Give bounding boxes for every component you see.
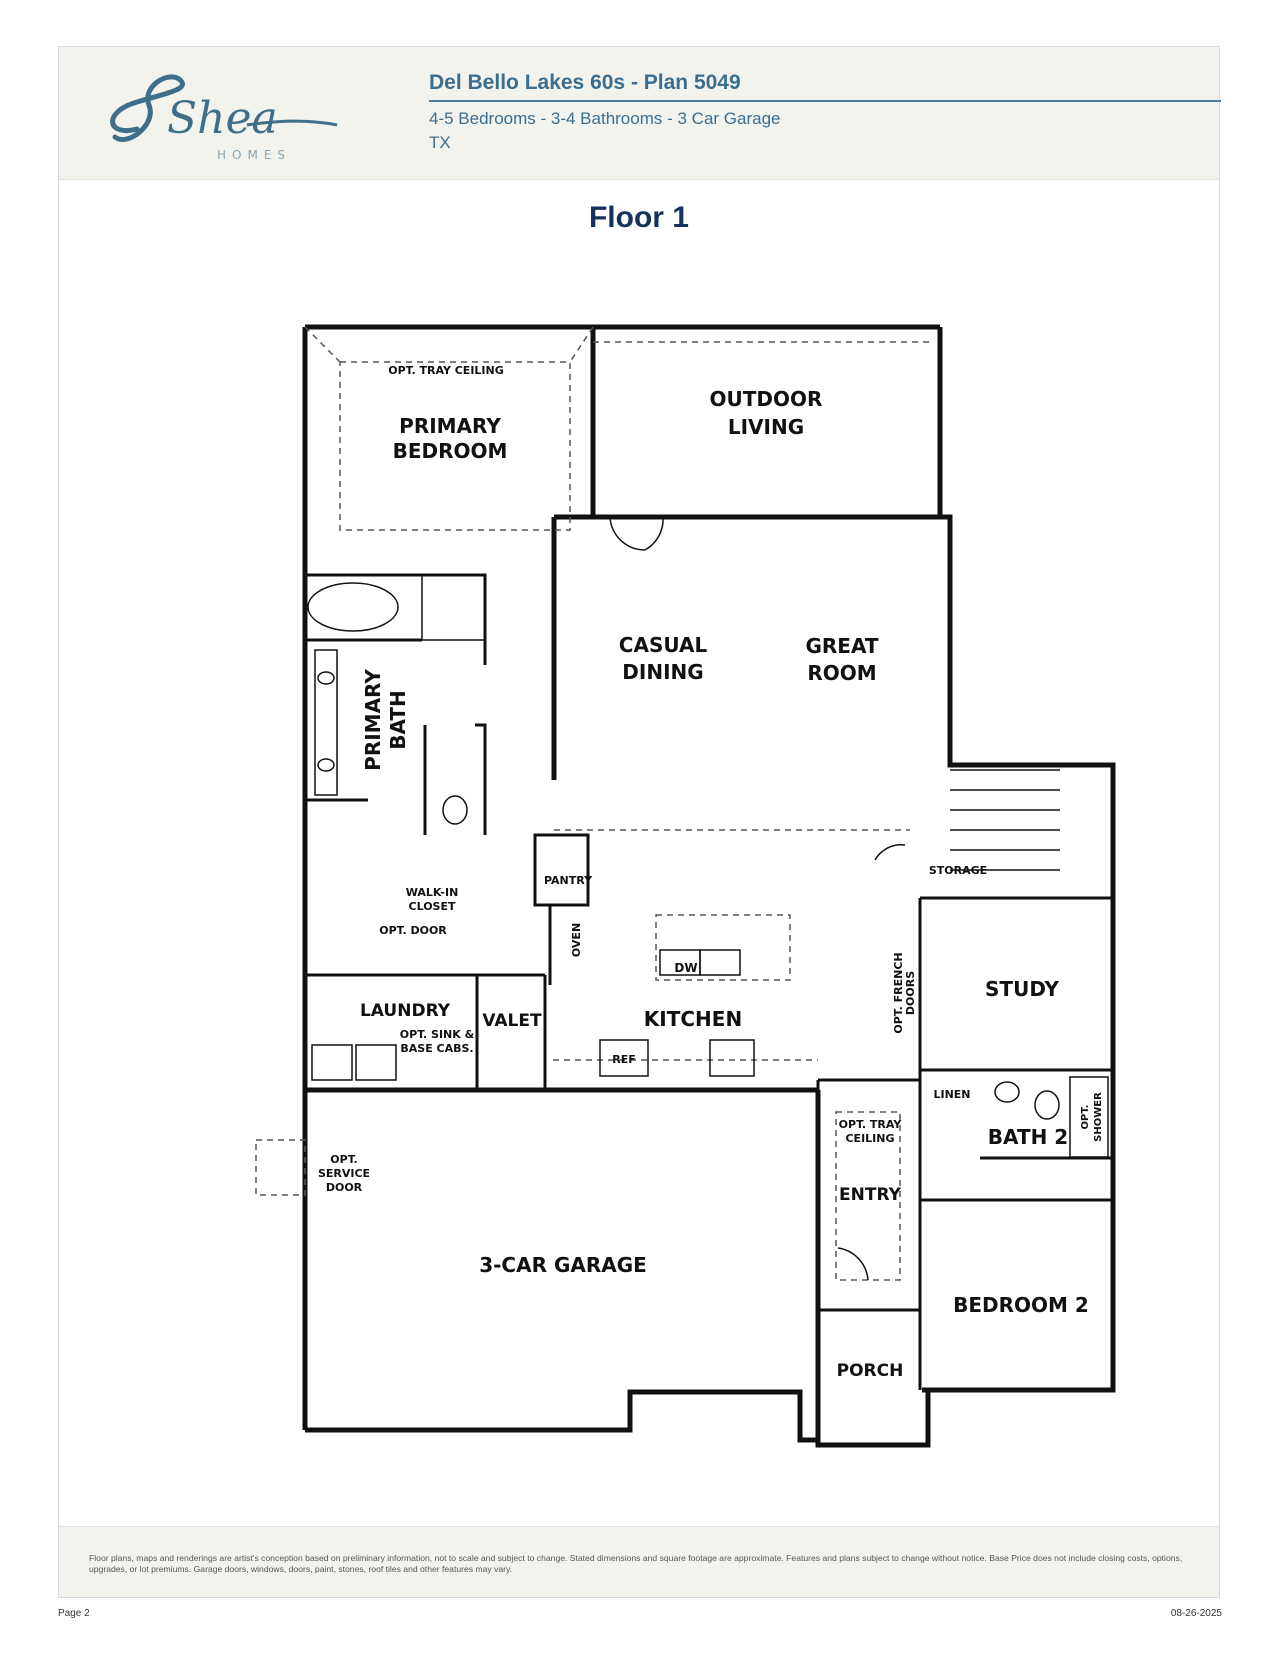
- header-band: Shea HOMES Del Bello Lakes 60s - Plan 50…: [59, 47, 1221, 180]
- label-ref: REF: [612, 1053, 636, 1066]
- room-labels: PRIMARY BEDROOM OPT. TRAY CEILING OUTDOO…: [318, 364, 1104, 1381]
- label-opt-service-door-1: OPT.: [330, 1153, 357, 1166]
- label-great-room-2: ROOM: [807, 661, 876, 685]
- label-opt-service-door-3: DOOR: [326, 1181, 363, 1194]
- label-linen: LINEN: [933, 1088, 970, 1101]
- label-outdoor-living-1: OUTDOOR: [710, 387, 823, 411]
- label-garage: 3-CAR GARAGE: [479, 1253, 647, 1277]
- label-study: STUDY: [985, 977, 1059, 1001]
- label-oven: OVEN: [570, 923, 583, 957]
- label-bedroom-2: BEDROOM 2: [953, 1293, 1089, 1317]
- logo-wordmark: Shea: [167, 93, 278, 144]
- label-dw: DW: [674, 961, 697, 975]
- title-divider: [429, 100, 1221, 102]
- shea-homes-logo: Shea HOMES: [110, 74, 338, 162]
- footer-band: Floor plans, maps and renderings are art…: [59, 1526, 1219, 1597]
- label-walk-in-closet-1: WALK-IN: [406, 886, 459, 899]
- plan-specs: 4-5 Bedrooms - 3-4 Bathrooms - 3 Car Gar…: [429, 109, 781, 128]
- fixtures: [307, 516, 1109, 1281]
- label-laundry: LAUNDRY: [360, 1001, 451, 1021]
- label-entry: ENTRY: [839, 1185, 902, 1205]
- page-number: Page 2: [58, 1608, 90, 1619]
- interior-walls: [305, 573, 1113, 1390]
- label-opt-door: OPT. DOOR: [379, 924, 447, 937]
- label-valet: VALET: [482, 1011, 542, 1031]
- label-opt-sink-2: BASE CABS.: [400, 1042, 473, 1055]
- label-primary-bath-2: BATH: [386, 690, 410, 750]
- label-great-room-1: GREAT: [805, 634, 878, 658]
- brochure-sheet: Shea HOMES Del Bello Lakes 60s - Plan 50…: [58, 46, 1221, 1598]
- plan-title: Del Bello Lakes 60s - Plan 5049: [429, 71, 741, 94]
- disclaimer-text: Floor plans, maps and renderings are art…: [89, 1553, 1183, 1574]
- label-pantry: PANTRY: [544, 874, 593, 887]
- label-bath-2: BATH 2: [988, 1125, 1068, 1149]
- label-primary-bedroom-2: BEDROOM: [393, 439, 508, 463]
- label-opt-shower-1: OPT.: [1080, 1105, 1091, 1130]
- label-opt-french-doors-1: OPT. FRENCH: [892, 952, 905, 1033]
- label-casual-dining-2: DINING: [622, 660, 703, 684]
- label-opt-service-door-2: SERVICE: [318, 1167, 370, 1180]
- label-opt-french-doors-2: DOORS: [904, 971, 917, 1015]
- label-primary-bedroom-1: PRIMARY: [399, 414, 501, 438]
- label-opt-sink-1: OPT. SINK &: [400, 1028, 475, 1041]
- print-date: 08-26-2025: [1170, 1608, 1222, 1619]
- label-primary-bath-1: PRIMARY: [361, 669, 385, 771]
- label-outdoor-living-2: LIVING: [728, 415, 804, 439]
- exterior-walls: [302, 324, 1116, 1448]
- floor-title: Floor 1: [588, 201, 689, 234]
- dashed-lines: [255, 326, 930, 1281]
- label-storage: STORAGE: [929, 864, 987, 877]
- plan-state: TX: [429, 133, 451, 152]
- label-entry-tray-2: CEILING: [845, 1132, 894, 1145]
- label-kitchen: KITCHEN: [644, 1007, 742, 1031]
- label-opt-tray-ceiling: OPT. TRAY CEILING: [388, 364, 504, 377]
- label-entry-tray-1: OPT. TRAY: [839, 1118, 903, 1131]
- label-casual-dining-1: CASUAL: [619, 633, 708, 657]
- label-opt-shower-2: SHOWER: [1093, 1092, 1104, 1142]
- label-walk-in-closet-2: CLOSET: [409, 900, 456, 913]
- logo-subtext: HOMES: [217, 148, 291, 162]
- label-porch: PORCH: [837, 1361, 904, 1381]
